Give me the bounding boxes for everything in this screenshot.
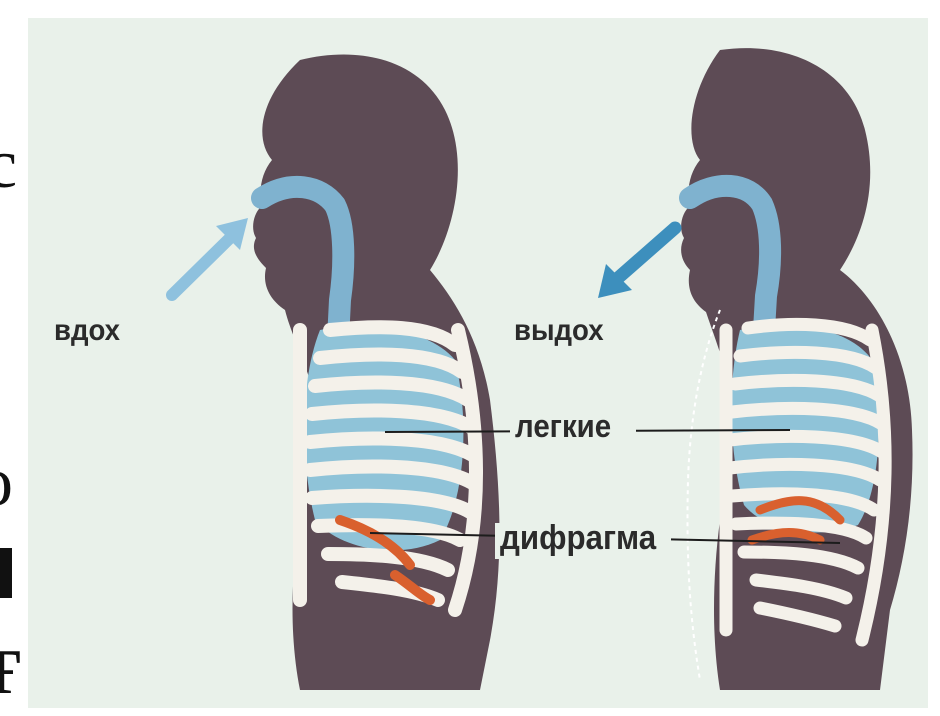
exhale-label: выдох xyxy=(514,314,604,348)
edge-fragment-4: Ŧ xyxy=(0,640,21,704)
lungs-label: легкие xyxy=(515,408,611,445)
inhale-label: вдох xyxy=(54,314,120,348)
edge-fragment-3 xyxy=(0,548,12,598)
diaphragm-label: дифрагма xyxy=(500,519,656,558)
edge-fragment-1: c xyxy=(0,130,17,200)
edge-fragment-2: o xyxy=(0,448,13,518)
